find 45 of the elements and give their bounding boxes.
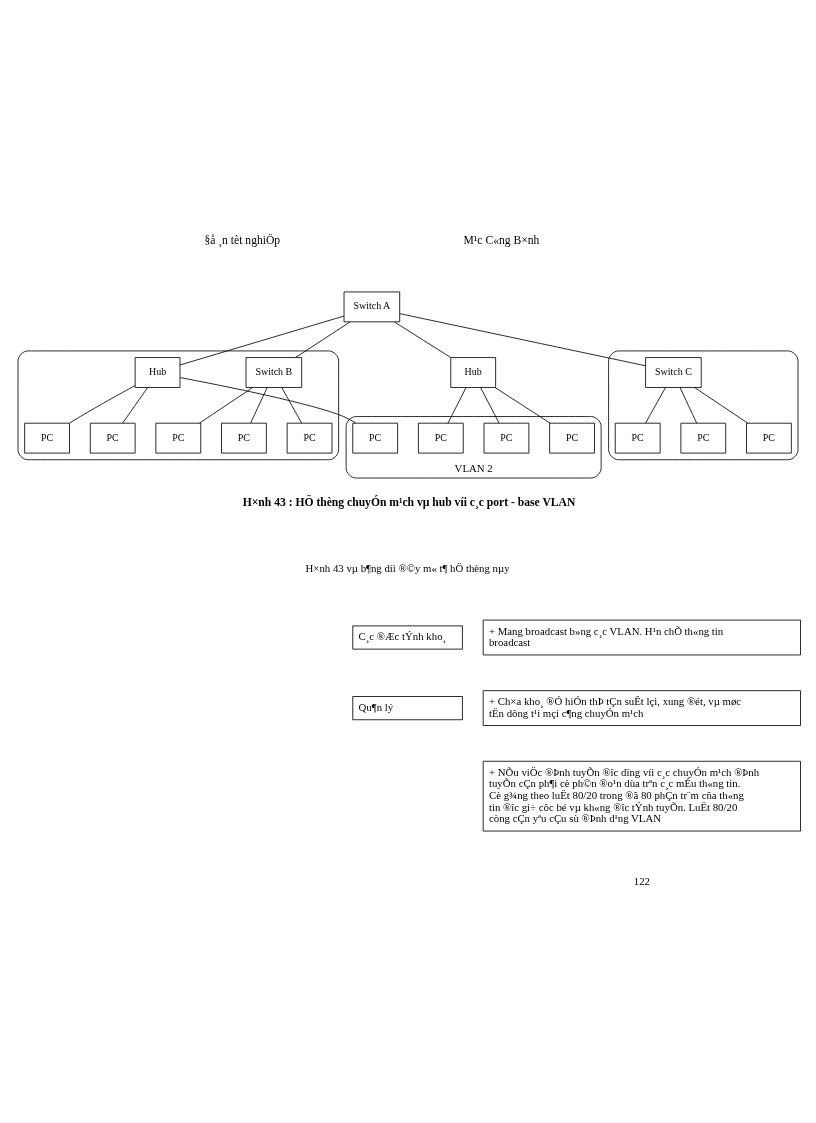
- label: §å ¸n tèt nghiÖp: [204, 234, 281, 248]
- node-box: Switch A: [343, 291, 401, 323]
- node-box: PC: [24, 422, 70, 454]
- connector: [199, 387, 254, 424]
- connector: [399, 313, 646, 367]
- connector: [69, 385, 136, 424]
- connector: [447, 387, 467, 424]
- connector: [179, 315, 345, 366]
- connector: [281, 387, 303, 424]
- connector: [122, 387, 148, 424]
- node-box: Switch C: [645, 357, 702, 388]
- connector: [250, 387, 268, 424]
- connector: [480, 387, 500, 424]
- node-box: Hub: [450, 357, 497, 388]
- cluster: [608, 350, 799, 461]
- label: + NÕu viÖc ®Þnh tuyÕn ®îc dïng víi c¸c chuyÓn m¹ch ®Þnh tuyÕn cÇn ph¶i cè ph©n ®o¹n dùa trªn c¸c mÉu th«ng tin. Cè g¾ng theo luËt 80/20 trong ®ã 80 phÇn tr¨m cña th«ng tin ®îc gi÷ côc bé vµ kh«ng ®îc tÝnh tuyÕn. LuËt 80/20 còng cÇn yªu cÇu sù ®Þnh d¹ng VLAN: [488, 765, 760, 825]
- connector: [645, 387, 666, 424]
- label: + Ch×a kho¸ ®Ó hiÓn thÞ tÇn suÊt lçi, xung ®ét, vµ møc tËn dông t¹i mçi c¶ng chuyÓn m¹ch: [488, 695, 742, 719]
- label: Qu¶n lý: [358, 700, 394, 713]
- label: C¸c ®Æc tÝnh kho¸: [358, 630, 447, 643]
- connector: [679, 387, 698, 424]
- label: 122: [633, 874, 650, 887]
- label: + Mang broadcast b»ng c¸c VLAN. H¹n chÕ th«ng tin broadcast: [488, 624, 724, 649]
- node-box: PC: [221, 422, 267, 454]
- node-box: PC: [680, 422, 727, 454]
- connector: [295, 321, 351, 358]
- node-box: PC: [483, 422, 530, 454]
- connector: [393, 321, 452, 358]
- node-box: PC: [614, 422, 661, 454]
- connector: [694, 387, 749, 424]
- connector: [179, 377, 357, 424]
- label: H×nh 43 : HÖ thèng chuyÓn m¹ch vµ hub víi c¸c port - base VLAN: [242, 496, 576, 510]
- node-box: PC: [417, 422, 464, 454]
- node-box: PC: [746, 422, 792, 454]
- label: M¹c C«ng B×nh: [463, 234, 540, 248]
- node-box: PC: [286, 422, 333, 454]
- label: H×nh 43 vµ b¶ng díi ®©y m« t¶ hÖ thèng nµy: [305, 562, 510, 575]
- node-box: PC: [352, 422, 399, 454]
- node-box: PC: [89, 422, 136, 454]
- node-box: Hub: [134, 357, 181, 388]
- cluster: [17, 350, 340, 461]
- node-box: Switch B: [245, 357, 303, 388]
- connector: [494, 387, 551, 424]
- node-box: PC: [155, 422, 202, 454]
- node-box: PC: [549, 422, 595, 454]
